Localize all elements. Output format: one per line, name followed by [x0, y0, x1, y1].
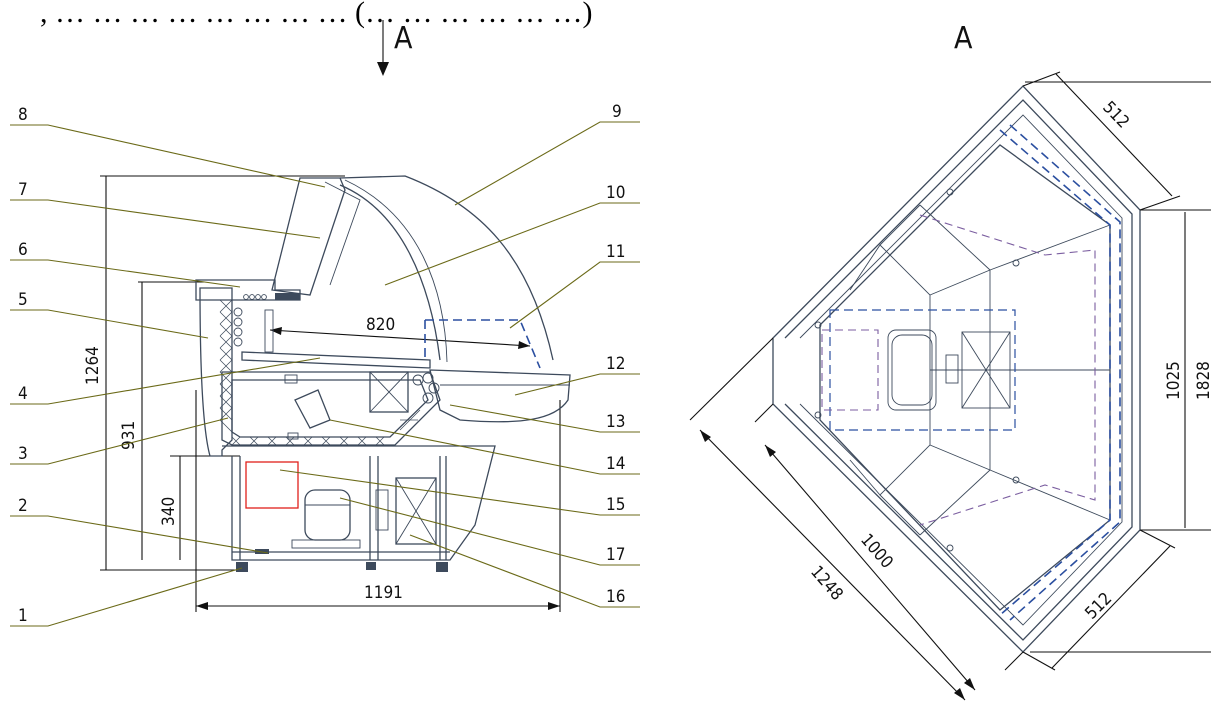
callout-7: 7: [18, 180, 28, 200]
callout-14: 14: [606, 454, 625, 474]
view-arrow-head: [377, 62, 389, 76]
plan-hidden-blue-frame: [829, 309, 1016, 431]
callout-10: 10: [606, 183, 625, 203]
dim-line-512-top: [1055, 73, 1173, 197]
dim-line-512-bottom: [1051, 545, 1171, 669]
dim-text-1025: 1025: [1164, 361, 1184, 400]
foot-left: [236, 562, 248, 572]
foot-right: [436, 562, 448, 572]
dim-ext-512-top-a: [1022, 71, 1061, 87]
front-glass-outer: [339, 175, 554, 361]
display-deck: [241, 351, 431, 369]
plan-condenser-unit: [961, 331, 1011, 409]
plan-hidden-purple-box: [821, 329, 879, 411]
control-knobs: [243, 293, 300, 300]
evaporator: [369, 371, 409, 413]
callout-3: 3: [18, 444, 28, 464]
callout-17: 17: [606, 545, 625, 565]
front-glass-inner: [339, 184, 441, 361]
callout-16: 16: [606, 587, 625, 607]
plan-hidden-blue-outer: [999, 129, 1111, 616]
view-arrow-label: A: [394, 21, 413, 56]
callout-8: 8: [18, 105, 28, 125]
front-rollers: [412, 372, 440, 404]
air-duct: [294, 389, 331, 429]
dim-line-1000: [764, 444, 976, 691]
callout-5: 5: [18, 290, 28, 310]
canopy-profile: [271, 177, 346, 296]
dim-line-1248: [699, 429, 966, 701]
callout-9: 9: [612, 102, 622, 122]
side-section-view: A 1264 931 340 1191 820: [10, 20, 640, 627]
dim-text-1191: 1191: [364, 583, 403, 603]
callout-1: 1: [18, 606, 28, 626]
plan-view: A: [689, 21, 1211, 701]
electrical-box: [245, 461, 299, 509]
plan-fan-unit: [887, 329, 937, 411]
callout-leaders: [10, 121, 640, 627]
compressor: [291, 489, 361, 549]
dim-line-820: [269, 329, 531, 347]
dim-text-340: 340: [159, 497, 179, 526]
dim-text-1828: 1828: [1194, 361, 1211, 400]
rear-rollers: [233, 307, 243, 347]
rear-wall-hatch: [219, 299, 233, 433]
tub-hatch: [231, 409, 421, 446]
hidden-light-profile: [425, 319, 541, 369]
dim-text-820: 820: [366, 315, 395, 335]
dim-text-1000: 1000: [856, 530, 897, 572]
dim-text-512-bottom: 512: [1081, 589, 1116, 624]
dim-text-1264: 1264: [83, 346, 103, 385]
callout-13: 13: [606, 412, 625, 432]
plan-outer-outline: [772, 85, 1141, 653]
callout-6: 6: [18, 240, 28, 260]
base-frame: [222, 445, 496, 561]
callout-4: 4: [18, 384, 28, 404]
callout-2: 2: [18, 496, 28, 516]
insulated-tub: [221, 371, 441, 446]
plan-fasteners: [814, 188, 1020, 552]
callout-labels: 8 7 6 5 4 3 2 1 9 10 11 12 13 14 15 16 1…: [18, 102, 625, 626]
dim-text-931: 931: [119, 421, 139, 450]
dim-text-1248: 1248: [806, 562, 847, 604]
page-title-fragment: , … … … … … … … … (… … … … … …): [40, 0, 592, 29]
callout-11: 11: [606, 242, 625, 262]
rear-wall: [199, 287, 233, 457]
callout-12: 12: [606, 354, 625, 374]
plan-hidden-purple: [919, 214, 1096, 526]
plan-view-label: A: [954, 21, 973, 56]
rear-panel: [264, 309, 274, 353]
rear-counter: [195, 279, 301, 301]
dim-text-512-top: 512: [1098, 98, 1133, 133]
callout-15: 15: [606, 495, 625, 515]
